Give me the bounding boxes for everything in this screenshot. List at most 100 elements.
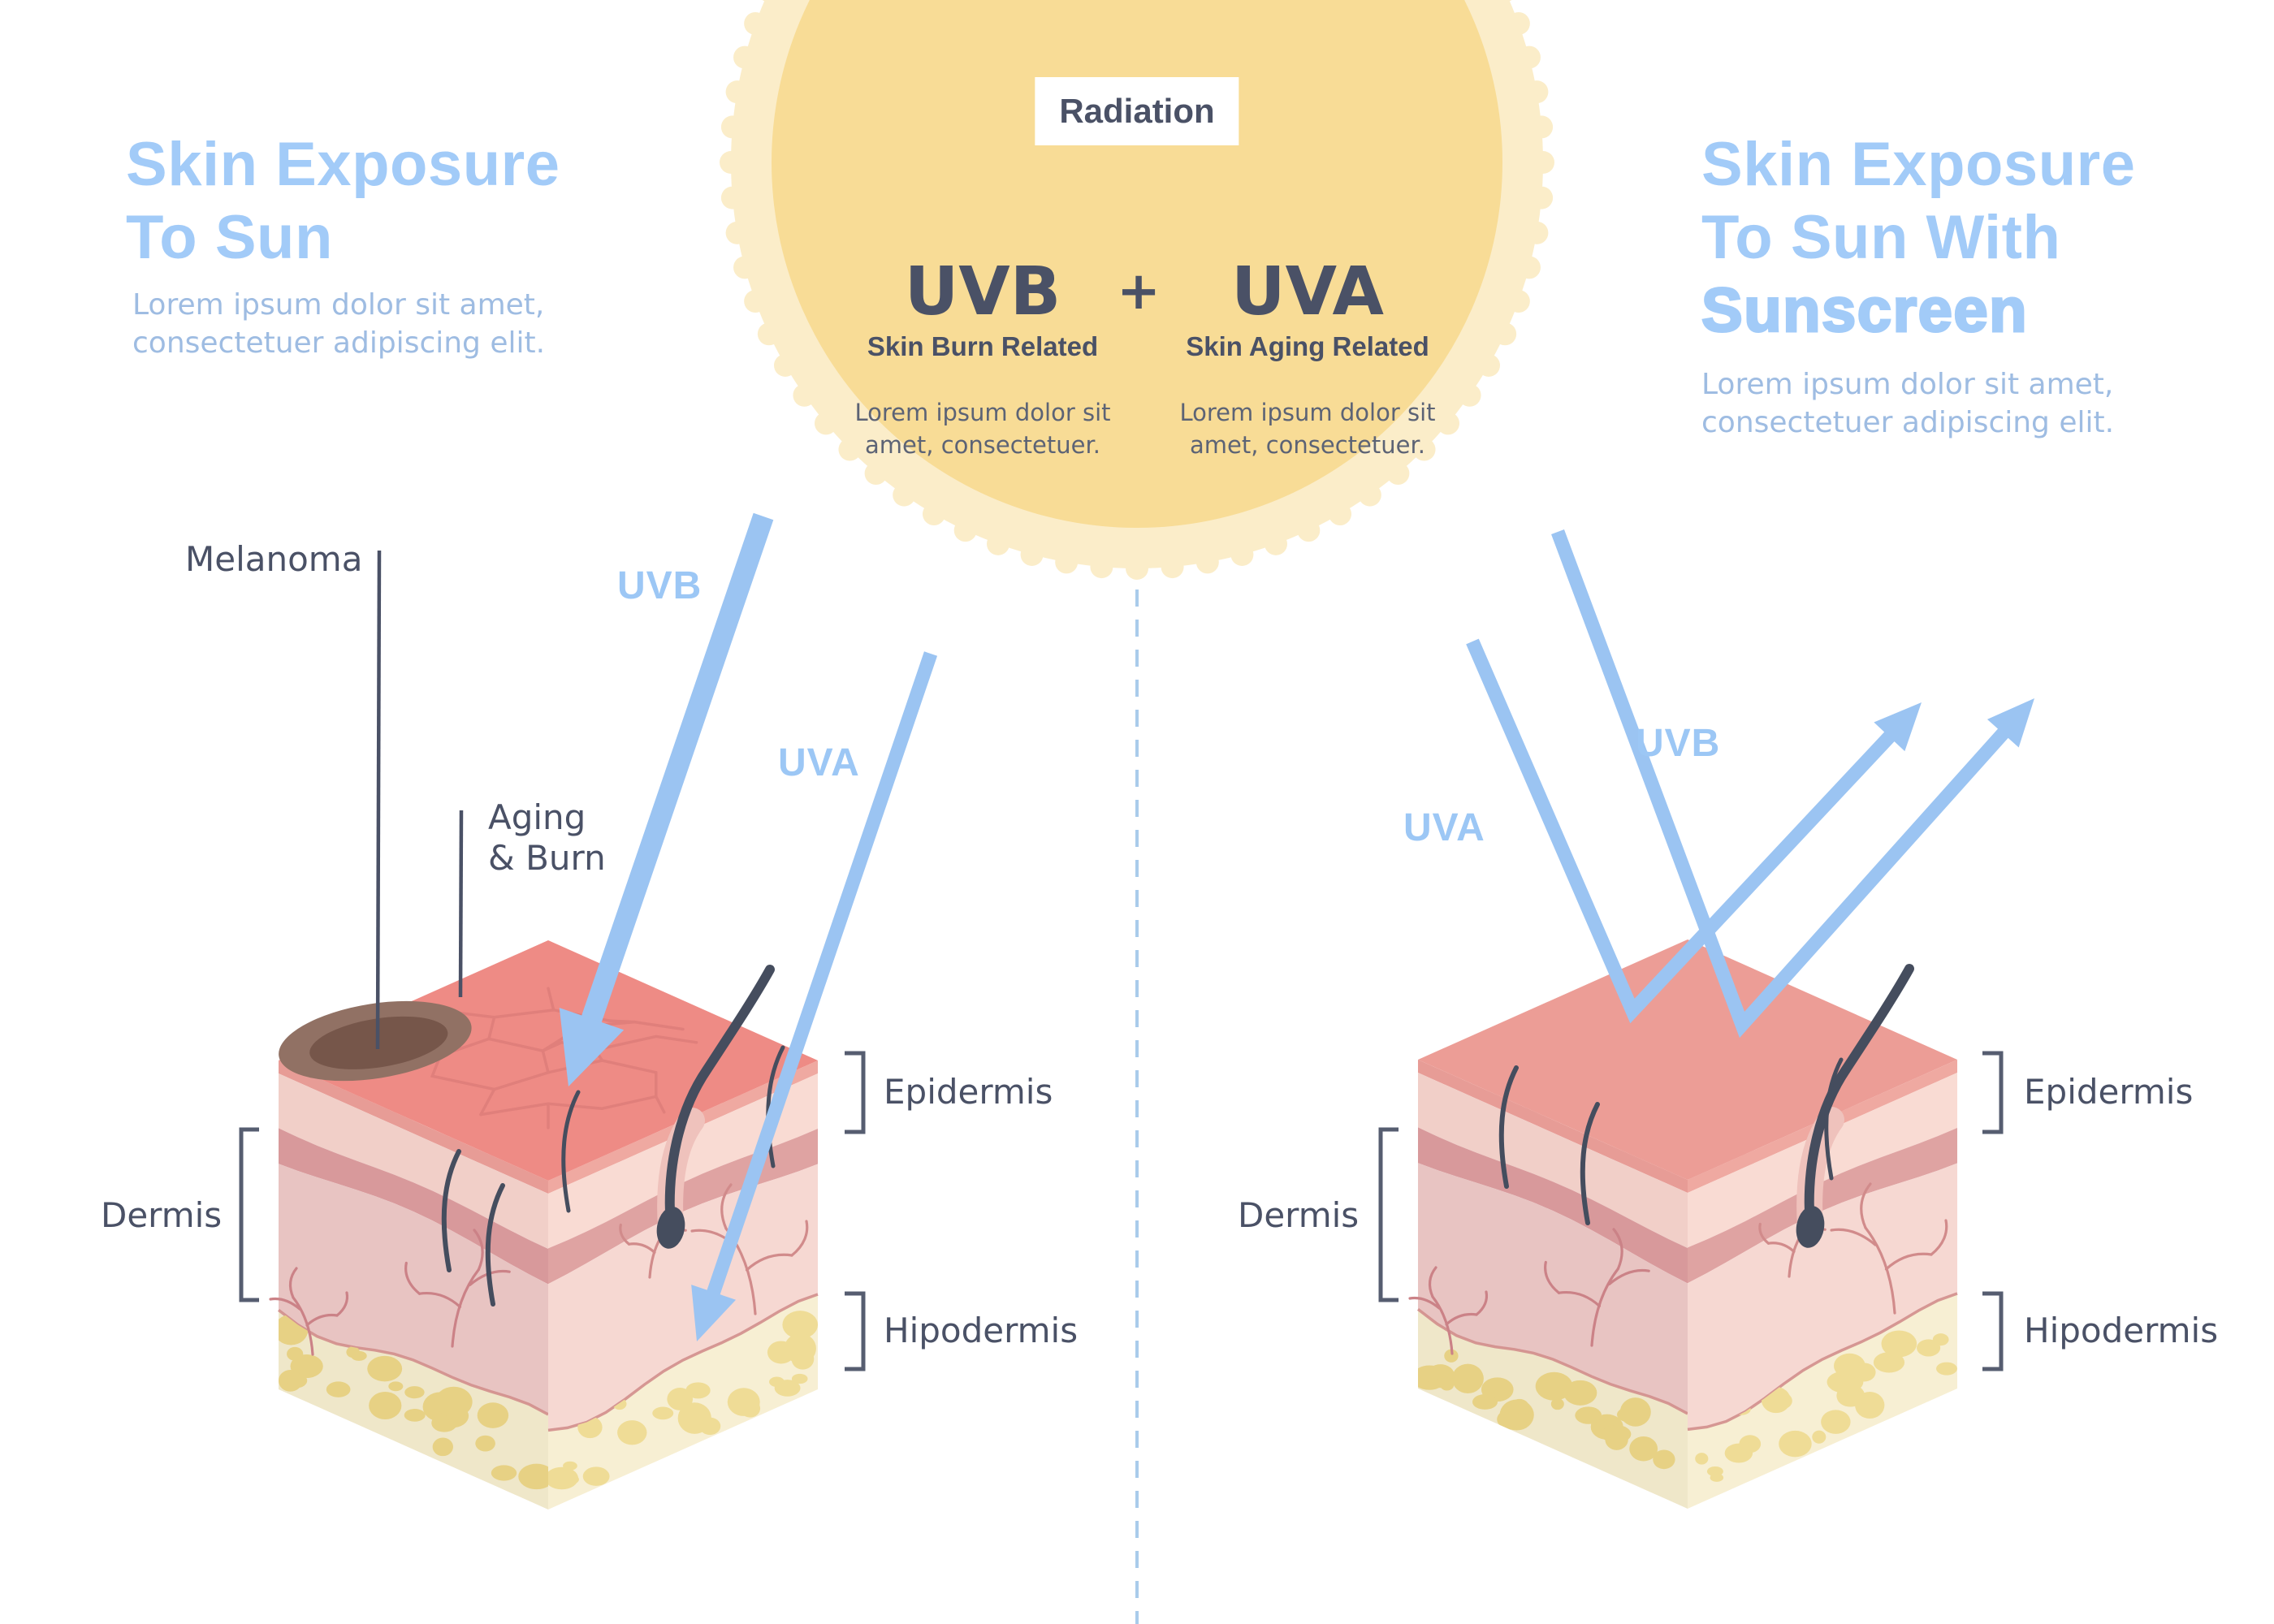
hypodermis-boundary (547, 1293, 819, 1432)
blood-vessel (404, 1229, 511, 1348)
dermis-bracket-left (239, 1127, 259, 1302)
sun-uva-heading: UVA (1231, 253, 1384, 330)
fat-blob (1739, 1435, 1762, 1453)
fat-blob (1812, 1430, 1827, 1444)
fat-blob (652, 1406, 674, 1420)
hair-bulb (1796, 1206, 1825, 1248)
sun-uva-description: Lorem ipsum dolor sit amet, consectetuer… (1179, 396, 1435, 461)
fat-blob (1936, 1362, 1957, 1376)
hair-strand (1824, 1057, 1844, 1181)
skin-cube-protected (1408, 939, 1958, 1509)
fat-blob (351, 1350, 367, 1361)
sun-uvb-desc-line2: amet, consectetuer. (865, 431, 1100, 459)
uva-ray-incident-left (691, 651, 938, 1341)
fat-blob (548, 1466, 579, 1490)
fat-blob (432, 1437, 453, 1457)
blood-vessel (1830, 1182, 1948, 1315)
hipodermis-bracket-right (1982, 1291, 2004, 1371)
skin-layer (279, 1073, 548, 1249)
dermis-label-right: Dermis (1238, 1195, 1360, 1235)
epidermis-bracket-right (1982, 1051, 2004, 1134)
fat-blob (1619, 1397, 1651, 1427)
hipodermis-bracket-left (845, 1291, 866, 1371)
uvb-ray-label-left: UVB (617, 564, 703, 607)
skin-layer (1418, 1309, 1688, 1509)
fat-blob (369, 1391, 402, 1420)
hipodermis-label-right: Hipodermis (2024, 1311, 2219, 1350)
fat-blob (1768, 1392, 1792, 1410)
blood-vessel (1544, 1228, 1650, 1347)
fat-blob (404, 1386, 425, 1399)
layer-brackets (239, 1051, 2004, 1371)
uvb-ray-label-right: UVB (1636, 722, 1721, 765)
fat-blob (1629, 1436, 1658, 1462)
fat-blob (685, 1382, 711, 1399)
skin-layer (548, 1164, 818, 1431)
epidermis-bracket-left (845, 1051, 866, 1134)
fat-cells (1695, 1330, 1957, 1482)
hair-strand (1804, 964, 1914, 1232)
hypodermis-boundary (277, 1308, 549, 1416)
fat-blob (1440, 1379, 1455, 1391)
sun-uva-desc-line1: Lorem ipsum dolor sit (1179, 399, 1436, 426)
hair-strand (766, 1045, 785, 1168)
hypodermis-boundary (1687, 1292, 1958, 1432)
right-title-line1: Skin Exposure (1701, 130, 2136, 199)
sun-plus-sign: + (1117, 261, 1161, 322)
fat-blob (582, 1466, 610, 1486)
fat-blob (518, 1463, 548, 1490)
fat-blob (287, 1346, 304, 1361)
fat-blob (1710, 1473, 1724, 1482)
left-section-subtitle: Lorem ipsum dolor sit amet, consectetuer… (132, 286, 545, 362)
fat-blob (1497, 1409, 1528, 1430)
blood-vessel (269, 1267, 349, 1356)
aging-burn-line2: & Burn (488, 838, 606, 878)
fat-blob (477, 1402, 509, 1428)
fat-blob (491, 1465, 517, 1481)
fat-blob (367, 1355, 403, 1382)
epidermis-label-right: Epidermis (2024, 1072, 2194, 1112)
fat-blob (727, 1388, 760, 1416)
fat-blob (667, 1388, 694, 1410)
fat-blob (782, 1311, 818, 1339)
fat-blob (1563, 1380, 1597, 1406)
fat-blob (1821, 1410, 1851, 1434)
fat-blob (767, 1341, 795, 1364)
fat-cells (1418, 1349, 1675, 1470)
right-subtitle-line2: consectetuer adipiscing elit. (1701, 406, 2115, 439)
dermis-label-left: Dermis (101, 1195, 223, 1235)
uvb-ray-reflected-right (1551, 529, 2034, 1039)
fat-blob (1932, 1333, 1949, 1346)
sun-uvb-heading: UVB (904, 253, 1061, 330)
sun-icon (720, 0, 1554, 580)
fat-blob (434, 1386, 473, 1418)
skin-layer (1418, 1060, 1688, 1193)
melanoma-label: Melanoma (185, 539, 363, 579)
aging-burn-line1: Aging (488, 797, 586, 837)
uva-ray-label-right: UVA (1403, 806, 1485, 849)
uva-ray-reflected-right (1466, 638, 1922, 1024)
fat-blob (617, 1420, 647, 1445)
hair-strand (441, 1149, 461, 1272)
right-title-line2: To Sun With (1701, 203, 2061, 272)
right-title-line3: Sunscreen (1700, 275, 2029, 347)
fat-blob (699, 1417, 721, 1436)
fat-blob (1695, 1453, 1709, 1465)
fat-blob (290, 1354, 323, 1379)
fat-blob (1873, 1352, 1905, 1373)
aging-burn-pointer-line (458, 810, 464, 998)
fat-blob (326, 1381, 351, 1397)
uv-rays (559, 512, 2034, 1341)
skin-cube-exposed (269, 940, 819, 1510)
dermis-bracket-right (1378, 1127, 1399, 1302)
hair-bulb (656, 1207, 685, 1249)
fat-blob (1881, 1330, 1917, 1358)
left-subtitle-line2: consectetuer adipiscing elit. (132, 326, 546, 360)
fat-blob (1444, 1349, 1459, 1363)
right-section-title: Skin Exposure To Sun With Sunscreen (1700, 128, 2136, 348)
fat-blob (1575, 1406, 1602, 1424)
fat-cells (548, 1311, 818, 1490)
left-title-line1: Skin Exposure (126, 130, 560, 199)
uva-ray-label-left: UVA (778, 741, 860, 784)
